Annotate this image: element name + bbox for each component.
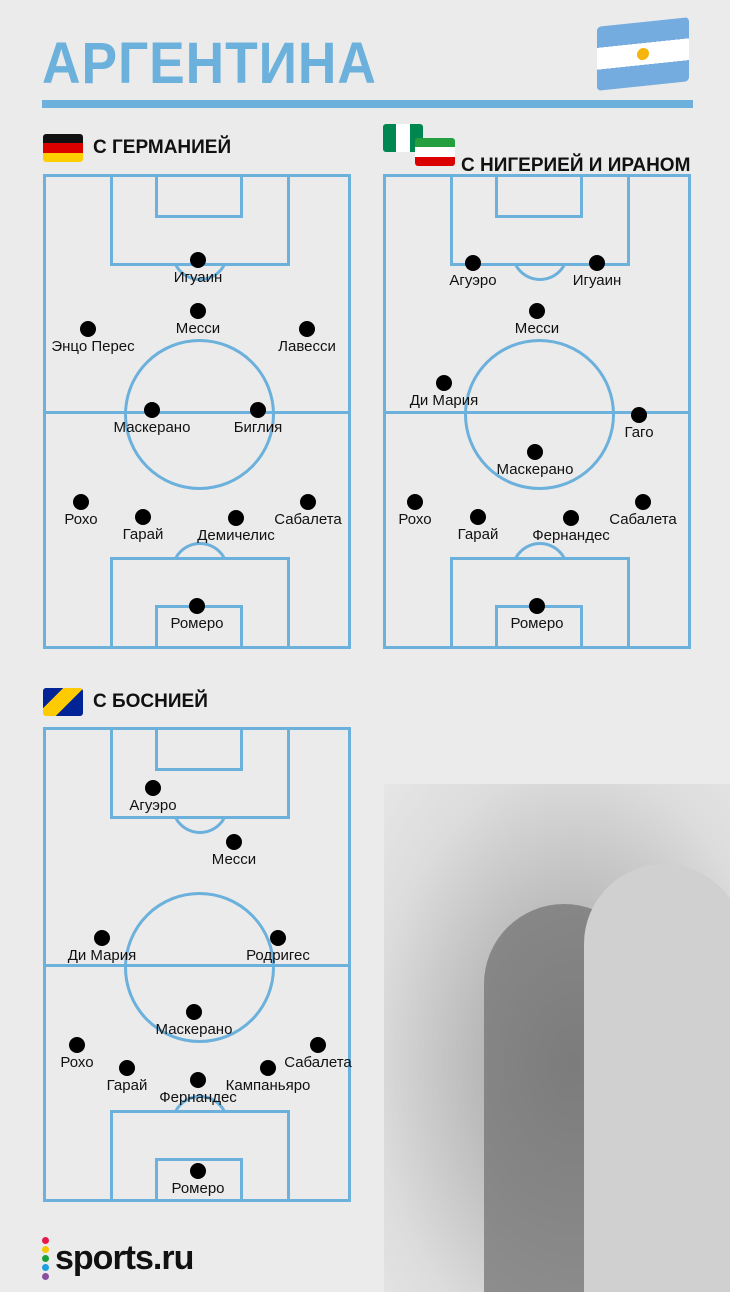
player-dot	[300, 494, 316, 510]
player-dot	[69, 1037, 85, 1053]
player-name: Агуэро	[449, 272, 497, 289]
player-dot	[94, 930, 110, 946]
player-dot	[190, 303, 206, 319]
player-name: Сабалета	[609, 511, 677, 528]
player-dot	[310, 1037, 326, 1053]
pitch-germany	[43, 174, 351, 649]
player-dot	[189, 598, 205, 614]
germany-flag-icon	[43, 134, 83, 162]
player-dot	[186, 1004, 202, 1020]
player-dot	[529, 303, 545, 319]
pitch-bosnia	[43, 727, 351, 1202]
player-dot	[226, 834, 242, 850]
player-name: Сабалета	[274, 511, 342, 528]
section-title-germany: С ГЕРМАНИЕЙ	[43, 134, 231, 162]
player-dot	[119, 1060, 135, 1076]
player-name: Фернандес	[159, 1089, 237, 1106]
player-name: Месси	[175, 320, 221, 337]
player-name: Лавесси	[278, 338, 336, 355]
player-name: Гарай	[457, 526, 499, 543]
divider	[42, 100, 693, 108]
bosnia-flag-icon	[43, 688, 83, 716]
player-dot	[145, 780, 161, 796]
player-dot	[299, 321, 315, 337]
player-dot	[270, 930, 286, 946]
player-dot	[260, 1060, 276, 1076]
player-dot	[470, 509, 486, 525]
player-name: Ди Мария	[409, 392, 479, 409]
player-dot	[563, 510, 579, 526]
player-dot	[80, 321, 96, 337]
coach-photo	[384, 784, 730, 1292]
player-dot	[73, 494, 89, 510]
player-name: Ромеро	[170, 615, 224, 632]
player-name: Месси	[211, 851, 257, 868]
player-dot	[228, 510, 244, 526]
player-name: Рохо	[398, 511, 432, 528]
player-name: Маскерано	[155, 1021, 233, 1038]
player-dot	[631, 407, 647, 423]
player-dot	[527, 444, 543, 460]
player-name: Агуэро	[129, 797, 177, 814]
iran-flag-icon	[415, 138, 455, 166]
player-name: Ди Мария	[67, 947, 137, 964]
player-name: Кампаньяро	[225, 1077, 311, 1094]
section-title-text: С БОСНИЕЙ	[93, 691, 208, 712]
player-dot	[190, 252, 206, 268]
player-dot	[250, 402, 266, 418]
player-name: Гарай	[122, 526, 164, 543]
player-name: Рохо	[60, 1054, 94, 1071]
player-dot	[190, 1163, 206, 1179]
player-name: Фернандес	[532, 527, 610, 544]
player-dot	[144, 402, 160, 418]
player-dot	[529, 598, 545, 614]
player-name: Демичелис	[197, 527, 275, 544]
player-name: Игуаин	[572, 272, 622, 289]
player-name: Энцо Перес	[51, 338, 135, 355]
player-name: Месси	[514, 320, 560, 337]
page-title: АРГЕНТИНА	[42, 31, 377, 96]
player-name: Маскерано	[113, 419, 191, 436]
player-name: Рохо	[64, 511, 98, 528]
player-dot	[407, 494, 423, 510]
section-title-text: С ГЕРМАНИЕЙ	[93, 137, 232, 158]
player-dot	[635, 494, 651, 510]
player-name: Родригес	[246, 947, 310, 964]
player-dot	[135, 509, 151, 525]
player-name: Ромеро	[510, 615, 564, 632]
section-title-nigeria-iran: С НИГЕРИЕЙ И ИРАНОМ	[383, 124, 690, 180]
player-name: Игуаин	[173, 269, 223, 286]
player-name: Гаго	[624, 424, 654, 441]
player-name: Ромеро	[171, 1180, 225, 1197]
sports-ru-logo: sports.ru	[42, 1237, 194, 1280]
player-name: Биглия	[233, 419, 283, 436]
argentina-flag-icon	[597, 17, 689, 91]
section-title-bosnia: С БОСНИЕЙ	[43, 688, 208, 716]
player-dot	[465, 255, 481, 271]
player-name: Маскерано	[496, 461, 574, 478]
section-title-text: С НИГЕРИЕЙ И ИРАНОМ	[461, 155, 691, 176]
logo-dots-icon	[42, 1237, 49, 1280]
logo-text: sports.ru	[55, 1239, 194, 1277]
player-dot	[436, 375, 452, 391]
player-dot	[589, 255, 605, 271]
player-name: Гарай	[106, 1077, 148, 1094]
player-dot	[190, 1072, 206, 1088]
player-name: Сабалета	[284, 1054, 352, 1071]
